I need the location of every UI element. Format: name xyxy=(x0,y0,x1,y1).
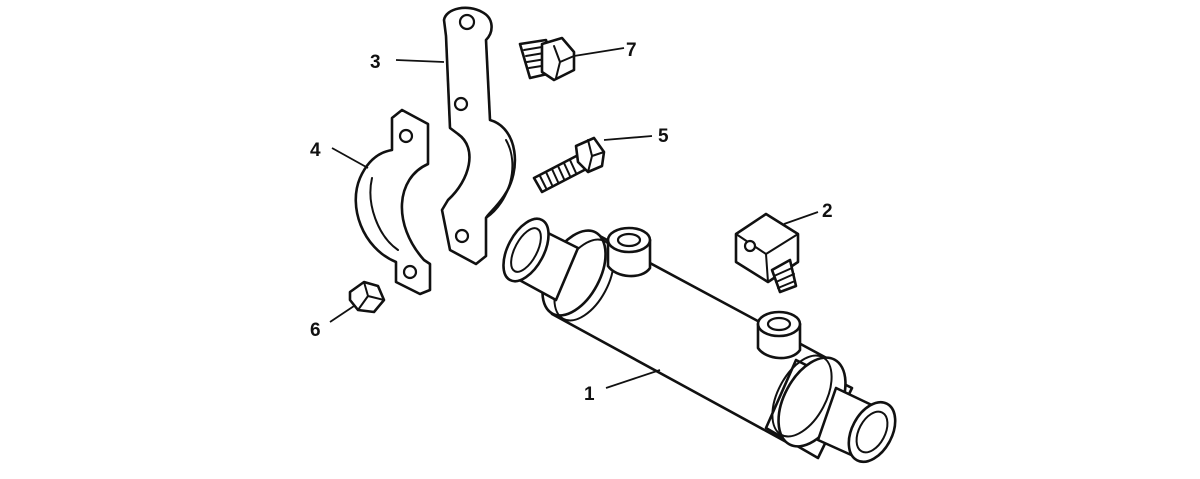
part-2-elbow-fitting xyxy=(734,212,800,294)
part-5-long-bolt xyxy=(532,136,606,194)
leader-lines xyxy=(329,47,819,389)
part-4-lower-clamp xyxy=(354,108,432,296)
callout-3: 3 xyxy=(370,52,381,73)
part-7-short-bolt xyxy=(518,36,576,82)
leader-2 xyxy=(783,211,819,225)
callout-2: 2 xyxy=(822,201,833,222)
leader-4 xyxy=(331,147,369,169)
callout-6: 6 xyxy=(310,320,321,341)
leader-6 xyxy=(329,305,355,323)
part-3-upper-clamp xyxy=(440,6,517,266)
callout-labels: 1 2 3 4 5 6 7 xyxy=(310,40,833,405)
leader-1 xyxy=(605,369,661,389)
part-6-hex-nut xyxy=(348,280,386,314)
callout-7: 7 xyxy=(626,40,637,61)
callout-4: 4 xyxy=(310,140,321,161)
part-1-heat-exchanger xyxy=(502,217,897,464)
leader-3 xyxy=(395,59,445,63)
leader-5 xyxy=(603,135,653,141)
leader-7 xyxy=(573,47,625,57)
callout-5: 5 xyxy=(658,126,669,147)
callout-1: 1 xyxy=(584,384,595,405)
